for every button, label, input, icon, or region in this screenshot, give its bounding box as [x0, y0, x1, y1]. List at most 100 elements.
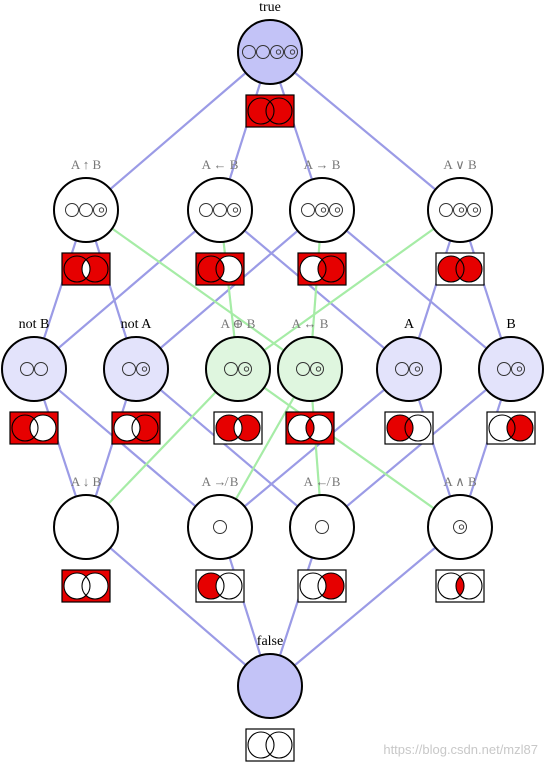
- node-circle: [289, 494, 355, 560]
- venn-circle-a: [63, 255, 91, 283]
- edge-blue-b-nrevimp: [321, 368, 512, 528]
- node-false: false: [237, 634, 303, 762]
- node-dot: [270, 45, 284, 59]
- node-imp: A → B: [289, 157, 355, 286]
- node-dot: [453, 520, 467, 534]
- node-nrevimp: A ↚ B: [289, 474, 355, 603]
- venn-circle-b: [233, 414, 261, 442]
- venn-circle-a: [247, 97, 275, 125]
- venn-circle-a: [299, 255, 327, 283]
- venn-circle-a: [437, 572, 465, 600]
- venn-circle-b: [455, 255, 483, 283]
- node-label: not B: [19, 317, 50, 332]
- venn-and: [435, 569, 485, 603]
- node-label: B: [506, 317, 515, 332]
- venn-circle-a: [437, 255, 465, 283]
- venn-circle-a: [247, 731, 275, 759]
- node-nand: A ↑ B: [53, 157, 119, 286]
- edge-green-nand-xnor: [85, 209, 311, 370]
- edge-blue-and-false: [269, 526, 461, 687]
- node-label: A ↚ B: [304, 474, 341, 489]
- node-dot-inner: [141, 366, 148, 372]
- watermark-text: https://blog.csdn.net/mzl87: [383, 742, 538, 757]
- node-dot: [20, 362, 34, 376]
- node-dot: [224, 362, 238, 376]
- node-dot: [315, 520, 329, 534]
- venn-circle-b: [455, 572, 483, 600]
- node-notb: not B: [1, 317, 67, 445]
- venn-b: [486, 411, 536, 445]
- venn-nrevimp: [297, 569, 347, 603]
- node-circle: [53, 177, 119, 243]
- node-label: A ⊕ B: [221, 316, 256, 331]
- node-a: A: [376, 317, 442, 445]
- node-dot-inner: [472, 207, 479, 213]
- node-dot: [329, 203, 343, 217]
- venn-circle-a: [488, 414, 516, 442]
- node-circle: [237, 653, 303, 719]
- edge-blue-nota-nrevimp: [135, 368, 323, 528]
- node-dot: [409, 362, 423, 376]
- edge-blue-imp-b: [321, 209, 512, 370]
- node-dot-inner: [458, 207, 465, 213]
- node-dot-inner: [320, 207, 327, 213]
- node-label: true: [259, 0, 281, 15]
- venn-circle-b: [215, 255, 243, 283]
- node-dot: [310, 362, 324, 376]
- node-dot-inner: [232, 207, 239, 213]
- venn-circle-a: [386, 414, 414, 442]
- node-label: A ↛ B: [202, 474, 239, 489]
- node-dot-inner: [458, 524, 465, 530]
- node-dot: [136, 362, 150, 376]
- venn-notb: [9, 411, 59, 445]
- node-xnor: A ↔ B: [277, 316, 343, 445]
- node-or: A ∨ B: [427, 157, 493, 286]
- venn-circle-a: [299, 572, 327, 600]
- venn-circle-a: [11, 414, 39, 442]
- venn-circle-b: [404, 414, 432, 442]
- node-dot: [79, 203, 93, 217]
- node-xor: A ⊕ B: [205, 316, 271, 445]
- node-dot: [511, 362, 525, 376]
- venn-xnor: [285, 411, 335, 445]
- node-label: A ← B: [202, 157, 239, 172]
- venn-circle-b: [317, 572, 345, 600]
- venn-circle-b: [506, 414, 534, 442]
- venn-circle-a: [287, 414, 315, 442]
- node-dot-inner: [334, 207, 341, 213]
- node-dot: [122, 362, 136, 376]
- node-label: false: [257, 634, 283, 649]
- node-dot: [439, 203, 453, 217]
- node-dot-inner: [414, 366, 421, 372]
- venn-circle-b: [29, 414, 57, 442]
- node-circle: [427, 177, 493, 243]
- venn-circle-b: [317, 255, 345, 283]
- edge-green-xor-and: [237, 368, 461, 528]
- node-dot-inner: [275, 49, 282, 55]
- venn-nand: [61, 252, 111, 286]
- node-dot: [213, 203, 227, 217]
- edge-green-or-xor: [237, 209, 461, 370]
- venn-circle-b: [265, 731, 293, 759]
- node-nimp: A ↛ B: [187, 474, 253, 603]
- node-dot-inner: [516, 366, 523, 372]
- node-dot-inner: [243, 366, 250, 372]
- node-dot-inner: [315, 366, 322, 372]
- node-dot-inner: [289, 49, 296, 55]
- venn-circle-a: [215, 414, 243, 442]
- node-and: A ∧ B: [427, 474, 493, 603]
- node-label: A ↓ B: [71, 474, 102, 489]
- venn-revimp: [195, 252, 245, 286]
- node-label: A ↔ B: [292, 316, 329, 331]
- node-label: not A: [121, 317, 153, 332]
- node-dot: [199, 203, 213, 217]
- node-circle: [289, 177, 355, 243]
- venn-circle-b: [81, 572, 109, 600]
- node-dot: [296, 362, 310, 376]
- node-dot: [238, 362, 252, 376]
- node-dot: [256, 45, 270, 59]
- node-dot: [242, 45, 256, 59]
- node-circle: [187, 494, 253, 560]
